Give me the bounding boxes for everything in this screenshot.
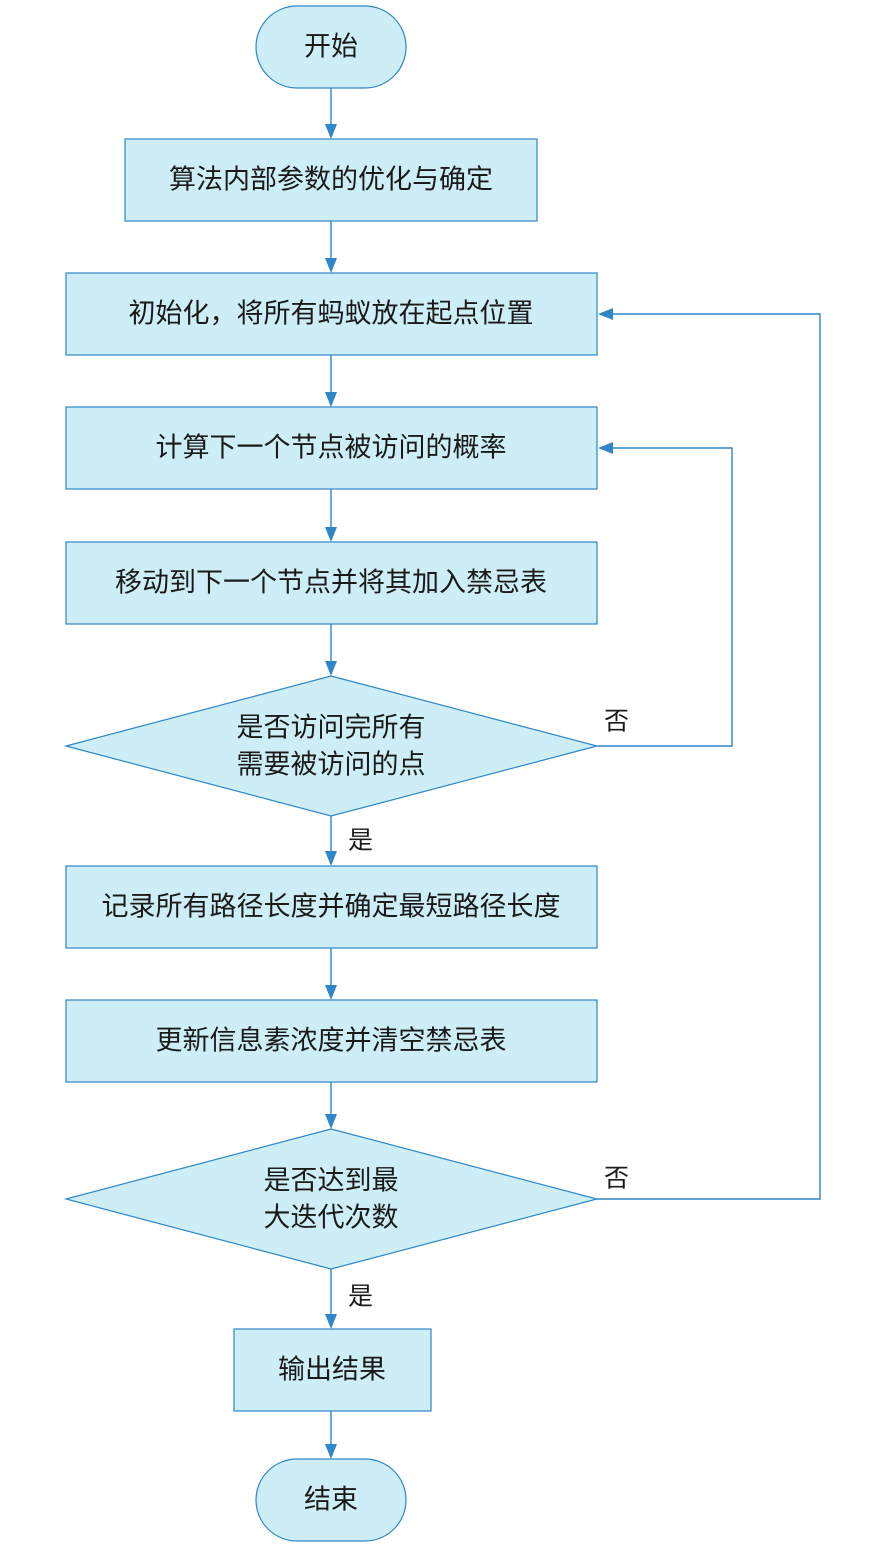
record-paths-label: 记录所有路径长度并确定最短路径长度 bbox=[102, 892, 561, 923]
decision-visited-line-2: 需要被访问的点 bbox=[237, 750, 426, 781]
edge-visited-no-loop bbox=[597, 442, 733, 747]
calc-prob-label: 计算下一个节点被访问的概率 bbox=[156, 433, 507, 464]
decision-max-iter-line-1: 是否达到最 bbox=[264, 1166, 399, 1197]
edge-label-visited-yes: 是 bbox=[348, 826, 373, 855]
start-node: 开始 bbox=[255, 5, 407, 89]
decision-visited-line-1: 是否访问完所有 bbox=[237, 713, 426, 744]
edge-optimize-to-init bbox=[325, 221, 337, 273]
record-paths-node: 记录所有路径长度并确定最短路径长度 bbox=[65, 865, 598, 949]
decision-visited-node: 是否访问完所有 需要被访问的点 bbox=[63, 675, 600, 817]
edge-update-to-decision-max-iter bbox=[325, 1082, 337, 1129]
edge-decision-max-iter-to-output bbox=[325, 1269, 337, 1329]
optimize-params-label: 算法内部参数的优化与确定 bbox=[169, 165, 493, 196]
end-node-label: 结束 bbox=[304, 1485, 358, 1516]
update-pheromone-node: 更新信息素浓度并清空禁忌表 bbox=[65, 999, 598, 1083]
move-next-label: 移动到下一个节点并将其加入禁忌表 bbox=[115, 568, 547, 599]
edge-label-max-iter-yes: 是 bbox=[348, 1282, 373, 1311]
decision-max-iter-node: 是否达到最 大迭代次数 bbox=[63, 1128, 600, 1270]
decision-max-iter-line-2: 大迭代次数 bbox=[264, 1203, 399, 1234]
edge-decision-visited-to-record bbox=[325, 816, 337, 866]
output-node: 输出结果 bbox=[233, 1328, 432, 1412]
edge-max-iter-no-loop bbox=[597, 308, 821, 1200]
edge-record-to-update bbox=[325, 948, 337, 1000]
init-node: 初始化，将所有蚂蚁放在起点位置 bbox=[65, 272, 598, 356]
edge-label-visited-no: 否 bbox=[604, 707, 629, 736]
init-label: 初始化，将所有蚂蚁放在起点位置 bbox=[129, 299, 534, 330]
edge-output-to-end bbox=[325, 1411, 337, 1459]
edge-start-to-optimize bbox=[325, 88, 337, 139]
update-pheromone-label: 更新信息素浓度并清空禁忌表 bbox=[156, 1026, 507, 1057]
edge-init-to-calc bbox=[325, 355, 337, 407]
calc-prob-node: 计算下一个节点被访问的概率 bbox=[65, 406, 598, 490]
move-next-node: 移动到下一个节点并将其加入禁忌表 bbox=[65, 541, 598, 625]
output-label: 输出结果 bbox=[278, 1355, 386, 1386]
optimize-params-node: 算法内部参数的优化与确定 bbox=[124, 138, 538, 222]
edge-calc-to-move bbox=[325, 489, 337, 542]
edge-move-to-decision-visited bbox=[325, 624, 337, 676]
edge-label-max-iter-no: 否 bbox=[604, 1164, 629, 1193]
start-node-label: 开始 bbox=[304, 32, 358, 63]
end-node: 结束 bbox=[255, 1458, 407, 1542]
